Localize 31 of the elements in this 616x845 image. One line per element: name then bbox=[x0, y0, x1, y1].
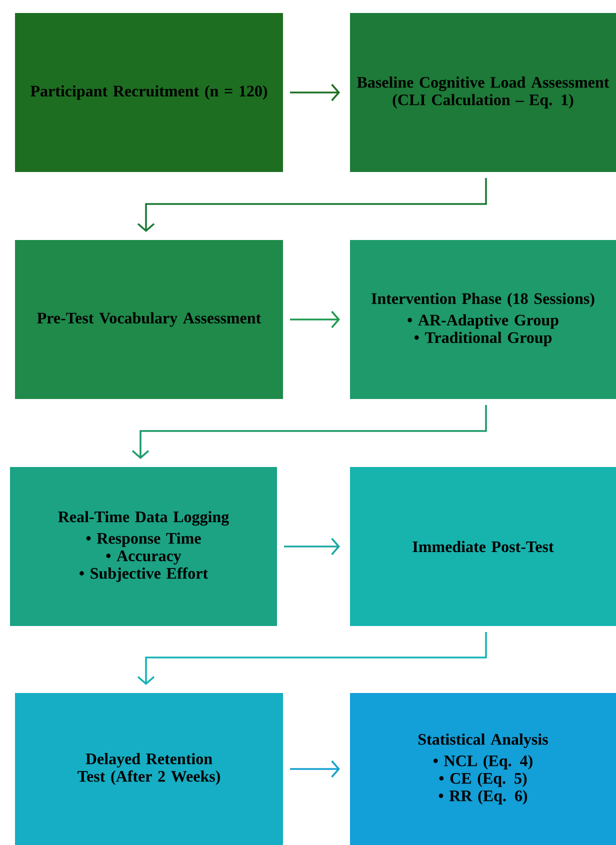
box-text: Participant Recruitment (n = 120) bbox=[30, 85, 268, 100]
box-text: Real-Time Data Logging bbox=[58, 511, 229, 526]
bullet-item: • CE (Eq. 5) bbox=[439, 772, 527, 787]
process-box bbox=[10, 467, 277, 626]
arrow bbox=[137, 632, 487, 685]
bullet-item: • AR-Adaptive Group bbox=[408, 314, 558, 329]
bullet-item: • Traditional Group bbox=[414, 332, 552, 346]
arrow bbox=[290, 760, 340, 778]
box-text: Intervention Phase (18 Sessions) bbox=[372, 292, 594, 308]
process-box bbox=[15, 240, 283, 399]
box-text: Statistical Analysis bbox=[418, 734, 548, 748]
arrow bbox=[132, 405, 487, 459]
arrow bbox=[290, 84, 340, 102]
process-box bbox=[350, 13, 616, 172]
process-box bbox=[15, 693, 283, 845]
bullet-item: • RR (Eq. 6) bbox=[438, 790, 528, 804]
process-box bbox=[350, 693, 616, 845]
bullet-item: • Response Time bbox=[86, 532, 201, 547]
box-text: Immediate Post-Test bbox=[412, 540, 554, 552]
arrow bbox=[137, 178, 487, 232]
arrow bbox=[284, 538, 340, 556]
arrow bbox=[290, 310, 340, 328]
box-text: Pre-Test Vocabulary Assessment bbox=[37, 312, 262, 327]
box-text: Baseline Cognitive Load Assessment (CLI Calculation – Eq. 1) bbox=[357, 76, 610, 108]
process-box bbox=[350, 467, 616, 626]
bullet-item: • NCL (Eq. 4) bbox=[434, 755, 532, 770]
box-text: Delayed Retention Test (After 2 Weeks) bbox=[78, 753, 220, 785]
process-box bbox=[350, 240, 616, 399]
process-box bbox=[15, 13, 283, 172]
bullet-item: • Accuracy bbox=[106, 550, 182, 565]
bullet-item: • Subjective Effort bbox=[80, 567, 208, 582]
